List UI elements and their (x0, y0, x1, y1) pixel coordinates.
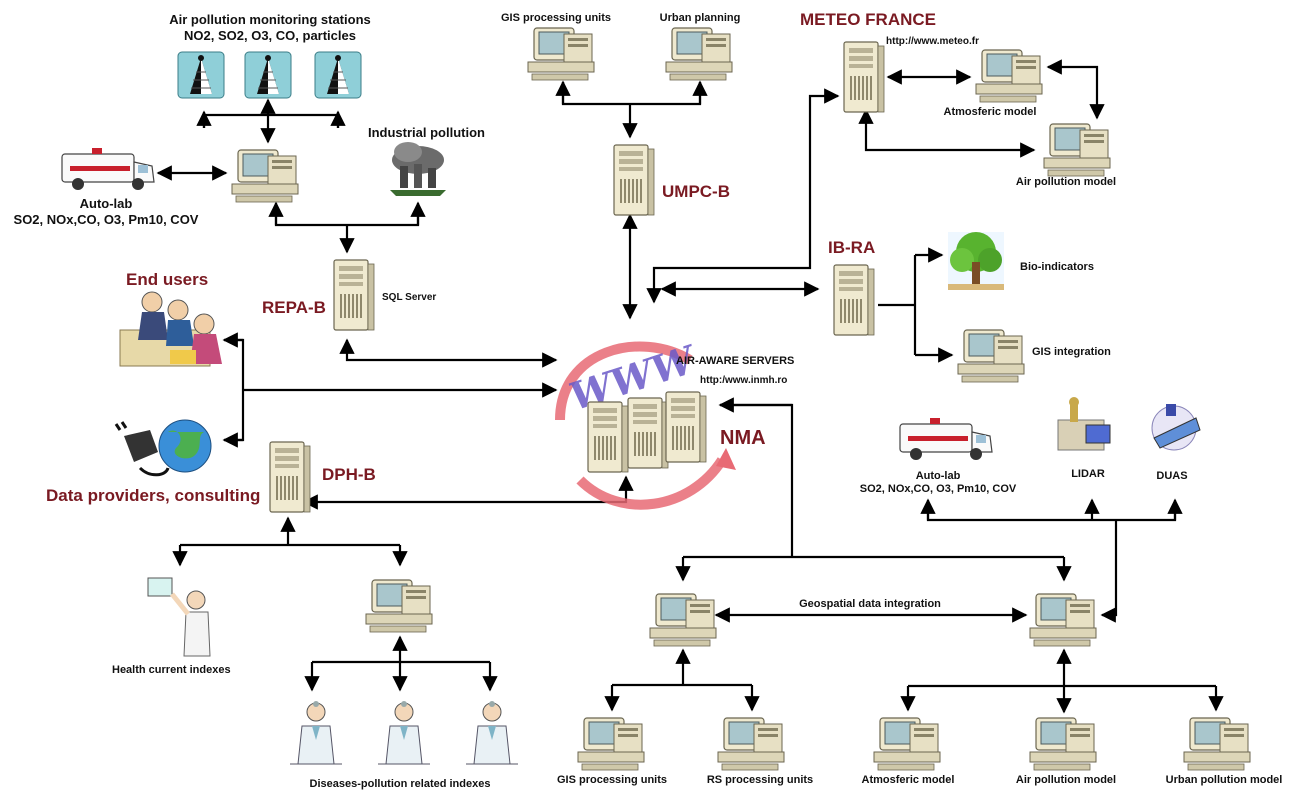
air-aware-servers-label: AIR-AWARE SERVERS (676, 355, 795, 367)
ib-ra-label: IB-RA (828, 238, 876, 257)
atmosferic-model-top-pc-icon (975, 49, 1043, 103)
industrial-factory-icon (390, 142, 446, 196)
air-stations-title: Air pollution monitoring stations NO2, S… (169, 12, 370, 43)
diseases-indexes-label: Diseases-pollution related indexes (309, 778, 491, 790)
ib-ra-server-icon (833, 264, 875, 336)
autolab-left-label: Auto-lab SO2, NOx,CO, O3, Pm10, COV (14, 196, 199, 227)
meteo-url-label: http://www.meteo.fr (886, 36, 979, 47)
lidar-instrument-icon (1057, 397, 1111, 451)
air-station-icon-3 (314, 51, 362, 99)
health-nurse-icon (147, 577, 211, 657)
sql-server-label: SQL Server (382, 292, 437, 303)
tree-icon (948, 232, 1004, 290)
air-pollution-model-top-label: Air pollution model (1015, 176, 1117, 188)
autolab-right-label: Auto-lab SO2, NOx,CO, O3, Pm10, COV (860, 470, 1017, 496)
repa-b-label: REPA-B (262, 298, 326, 317)
doctor-icon-2 (377, 700, 431, 765)
health-indexes-label: Health current indexes (112, 664, 231, 676)
repa-pc-icon (231, 149, 299, 203)
air-pollution-model-top-pc-icon (1043, 123, 1111, 177)
doctor-icon-1 (289, 700, 343, 765)
atmosferic-model-top-label: Atmosferic model (943, 106, 1037, 118)
gis-top-pc-icon (527, 27, 595, 81)
gis-integration-label: GIS integration (1032, 346, 1111, 358)
urban-planning-label: Urban planning (659, 12, 741, 24)
gis-bottom-pc-icon (577, 717, 645, 771)
rs-processing-label: RS processing units (706, 774, 814, 786)
bio-indicators-label: Bio-indicators (1020, 261, 1094, 273)
air-station-icon-2 (244, 51, 292, 99)
duas-instrument-icon (1151, 404, 1201, 451)
urban-planning-pc-icon (665, 27, 733, 81)
inmh-url-label: http:/www.inmh.ro (700, 375, 788, 386)
air-pollution-model-bottom-label: Air pollution model (1015, 774, 1117, 786)
data-providers-globe-icon (114, 419, 212, 477)
connectors (156, 59, 1224, 714)
air-stations-line1: Air pollution monitoring stations (169, 12, 371, 27)
autolab-right-line2: SO2, NOx,CO, O3, Pm10, COV (859, 483, 1017, 496)
end-users-people-icon (119, 291, 222, 367)
air-station-icon-1 (177, 51, 225, 99)
data-providers-label: Data providers, consulting (46, 486, 261, 505)
dph-b-label: DPH-B (322, 465, 376, 484)
geospatial-label: Geospatial data integration (799, 598, 941, 610)
nma-label: NMA (720, 427, 766, 449)
autolab-left-line1: Auto-lab (79, 196, 133, 211)
atmosferic-model-bottom-label: Atmosferic model (861, 774, 955, 786)
lower-left-pc-icon (649, 593, 717, 647)
auto-lab-van-icon (61, 147, 155, 191)
lidar-label: LIDAR (1071, 468, 1105, 480)
urban-pollution-model-label: Urban pollution model (1165, 774, 1283, 786)
atmosferic-model-bottom-pc-icon (873, 717, 941, 771)
meteo-france-label: METEO FRANCE (800, 10, 936, 29)
lower-right-pc-icon (1029, 593, 1097, 647)
air-stations-line2: NO2, SO2, O3, CO, particles (184, 27, 356, 43)
dph-pc-icon (365, 579, 433, 633)
end-users-label: End users (126, 270, 209, 289)
rs-processing-pc-icon (717, 717, 785, 771)
repa-b-server-icon (333, 259, 375, 331)
gis-bottom-label: GIS processing units (556, 774, 668, 786)
gis-top-label: GIS processing units (500, 12, 612, 24)
umpc-b-server-icon (613, 144, 655, 216)
industrial-pollution-label: Industrial pollution (368, 125, 485, 140)
duas-label: DUAS (1156, 470, 1188, 482)
air-pollution-model-bottom-pc-icon (1029, 717, 1097, 771)
autolab-right-line1: Auto-lab (915, 470, 961, 482)
dph-b-server-icon (269, 441, 311, 513)
gis-integration-pc-icon (957, 329, 1025, 383)
meteo-server-icon (843, 41, 885, 113)
doctor-icon-3 (465, 700, 519, 765)
urban-pollution-model-pc-icon (1183, 717, 1251, 771)
auto-lab-van-right-icon (899, 417, 993, 461)
autolab-left-line2: SO2, NOx,CO, O3, Pm10, COV (13, 211, 199, 227)
umpc-b-label: UMPC-B (662, 182, 730, 201)
